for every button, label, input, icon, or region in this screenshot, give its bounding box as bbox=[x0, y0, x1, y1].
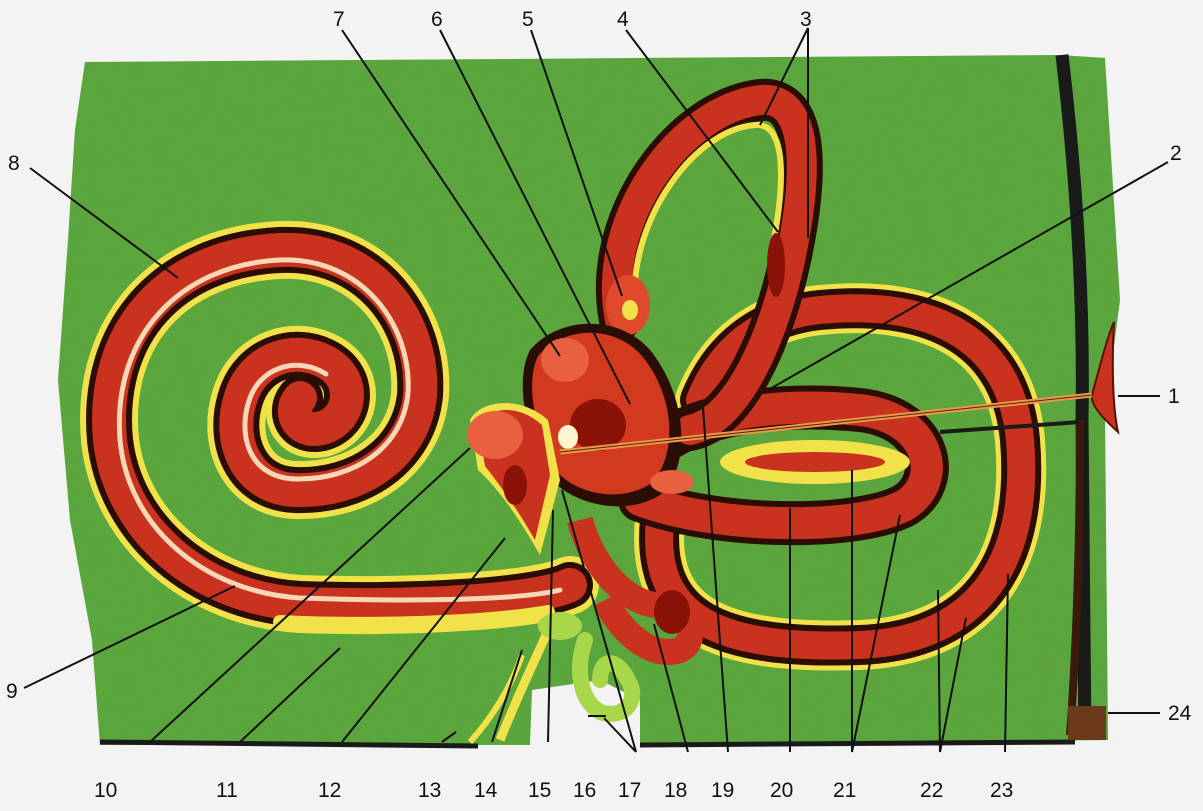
label-19: 19 bbox=[711, 779, 734, 802]
label-1: 1 bbox=[1168, 385, 1180, 408]
label-22: 22 bbox=[920, 779, 943, 802]
label-24: 24 bbox=[1168, 702, 1192, 725]
label-9: 9 bbox=[6, 680, 18, 703]
label-2: 2 bbox=[1170, 142, 1182, 165]
label-5: 5 bbox=[522, 8, 534, 31]
label-13: 13 bbox=[418, 779, 441, 802]
label-18: 18 bbox=[664, 779, 687, 802]
label-8: 8 bbox=[8, 152, 20, 175]
label-3: 3 bbox=[800, 8, 812, 31]
label-17: 17 bbox=[618, 779, 641, 802]
label-10: 10 bbox=[94, 779, 117, 802]
label-21: 21 bbox=[833, 779, 856, 802]
label-14: 14 bbox=[474, 779, 498, 802]
label-4: 4 bbox=[617, 8, 629, 31]
label-7: 7 bbox=[333, 8, 345, 31]
label-15: 15 bbox=[528, 779, 551, 802]
label-16: 16 bbox=[573, 779, 596, 802]
label-6: 6 bbox=[431, 8, 443, 31]
label-11: 11 bbox=[216, 779, 238, 802]
label-20: 20 bbox=[770, 779, 793, 802]
label-23: 23 bbox=[990, 779, 1013, 802]
label-12: 12 bbox=[318, 779, 341, 802]
